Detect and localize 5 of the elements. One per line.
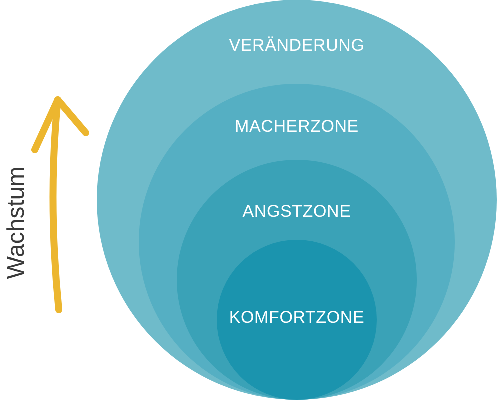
zone-label: VERÄNDERUNG [229, 36, 365, 56]
zone-label: KOMFORTZONE [229, 308, 365, 328]
zone-label: ANGSTZONE [242, 202, 352, 222]
axis-label: Wachstum [3, 166, 31, 280]
zone-label: MACHERZONE [235, 117, 359, 137]
